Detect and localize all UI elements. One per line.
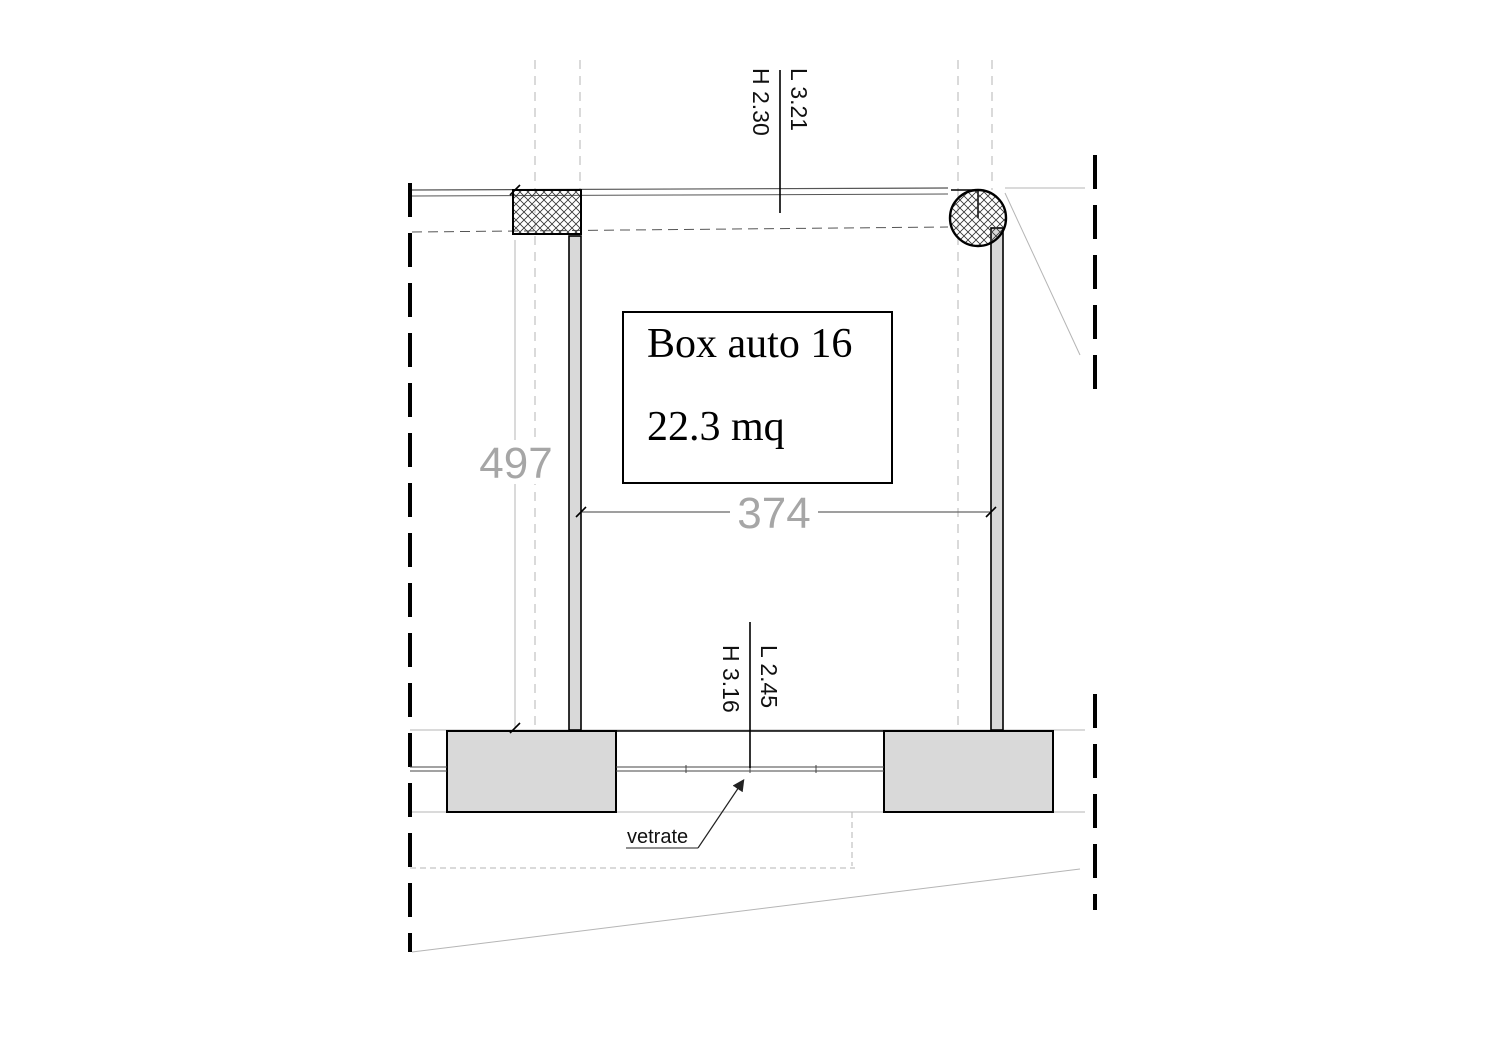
glazing-label: vetrate [627,826,688,848]
round-column [948,188,1008,248]
glazing-note: vetrate [626,779,745,849]
hatched-column [512,189,582,235]
section-cut-lines [408,155,1097,952]
top-opening-width: L 3.21 [786,68,812,131]
room-name: Box auto 16 [647,321,852,367]
top-facade [411,187,949,233]
bottom-opening-height: H 3.16 [718,645,744,713]
bottom-opening-width: L 2.45 [756,645,782,708]
pillar-left [446,730,617,813]
pillar-right [883,730,1054,813]
walls [446,188,1054,813]
top-opening-height: H 2.30 [748,68,774,136]
width-value: 374 [737,489,810,538]
width-dimension: 374 [575,489,997,538]
depth-value: 497 [479,439,552,488]
room-label: Box auto 16 22.3 mq [622,311,893,484]
right-wall [990,227,1004,731]
bottom-opening: L 2.45 H 3.16 [718,622,782,768]
room-area: 22.3 mq [647,404,785,450]
top-opening: L 3.21 H 2.30 [748,68,812,213]
depth-dimension: 497 [470,184,562,734]
left-wall [568,235,582,731]
